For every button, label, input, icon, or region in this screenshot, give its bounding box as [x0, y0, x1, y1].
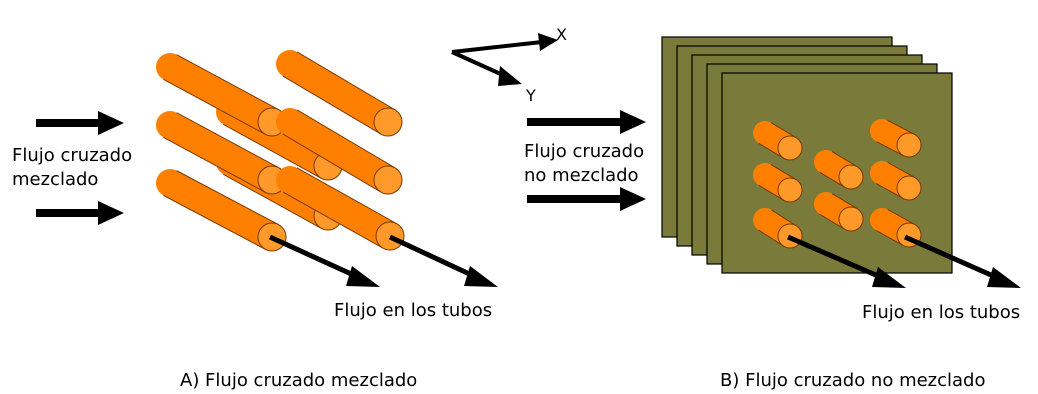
panel-a-mixed-crossflow: [36, 50, 498, 287]
tube-flow-arrow-a-left: [268, 234, 380, 287]
x-axis-arrow: [451, 33, 558, 54]
panel-a-caption: A) Flujo cruzado mezclado: [180, 370, 418, 391]
tube-b-5: [870, 161, 922, 201]
tube-b-1: [753, 121, 803, 161]
tube-flow-arrow-b-left: [787, 234, 906, 288]
y-axis-arrow: [451, 50, 522, 86]
tube-b-3: [753, 163, 803, 203]
y-axis-label: Y: [526, 86, 536, 105]
panel-b-unmixed-crossflow: [527, 36, 1021, 288]
tube-bundle-a: [156, 50, 405, 252]
crossflow-arrow-lower-b: [527, 187, 646, 211]
tube-a-8: [156, 169, 287, 252]
crossflow-arrow-upper-b: [527, 110, 646, 134]
panel-a-tube-flow-label: Flujo en los tubos: [334, 300, 493, 321]
x-axis-label: X: [556, 25, 567, 44]
tube-a-6: [276, 108, 403, 195]
tube-bundle-b: [753, 119, 922, 249]
tube-b-2: [870, 119, 922, 158]
crossflow-arrow-upper: [36, 111, 124, 135]
tube-a-1: [276, 50, 403, 137]
panel-a-crossflow-label: Flujo cruzado mezclado: [12, 145, 133, 190]
tube-flow-arrow-a-right: [388, 234, 498, 287]
panel-b-tube-flow-label: Flujo en los tubos: [862, 302, 1021, 323]
tube-b-4: [814, 150, 864, 190]
tube-b-7: [814, 192, 864, 232]
panel-b-crossflow-label: Flujo cruzado no mezclado: [524, 141, 645, 186]
tube-flow-arrow-b-right: [903, 234, 1021, 288]
xy-axes-indicator: [451, 33, 558, 86]
crossflow-arrow-lower: [36, 201, 124, 225]
panel-b-caption: B) Flujo cruzado no mezclado: [720, 370, 986, 391]
tube-b-8: [870, 208, 922, 248]
